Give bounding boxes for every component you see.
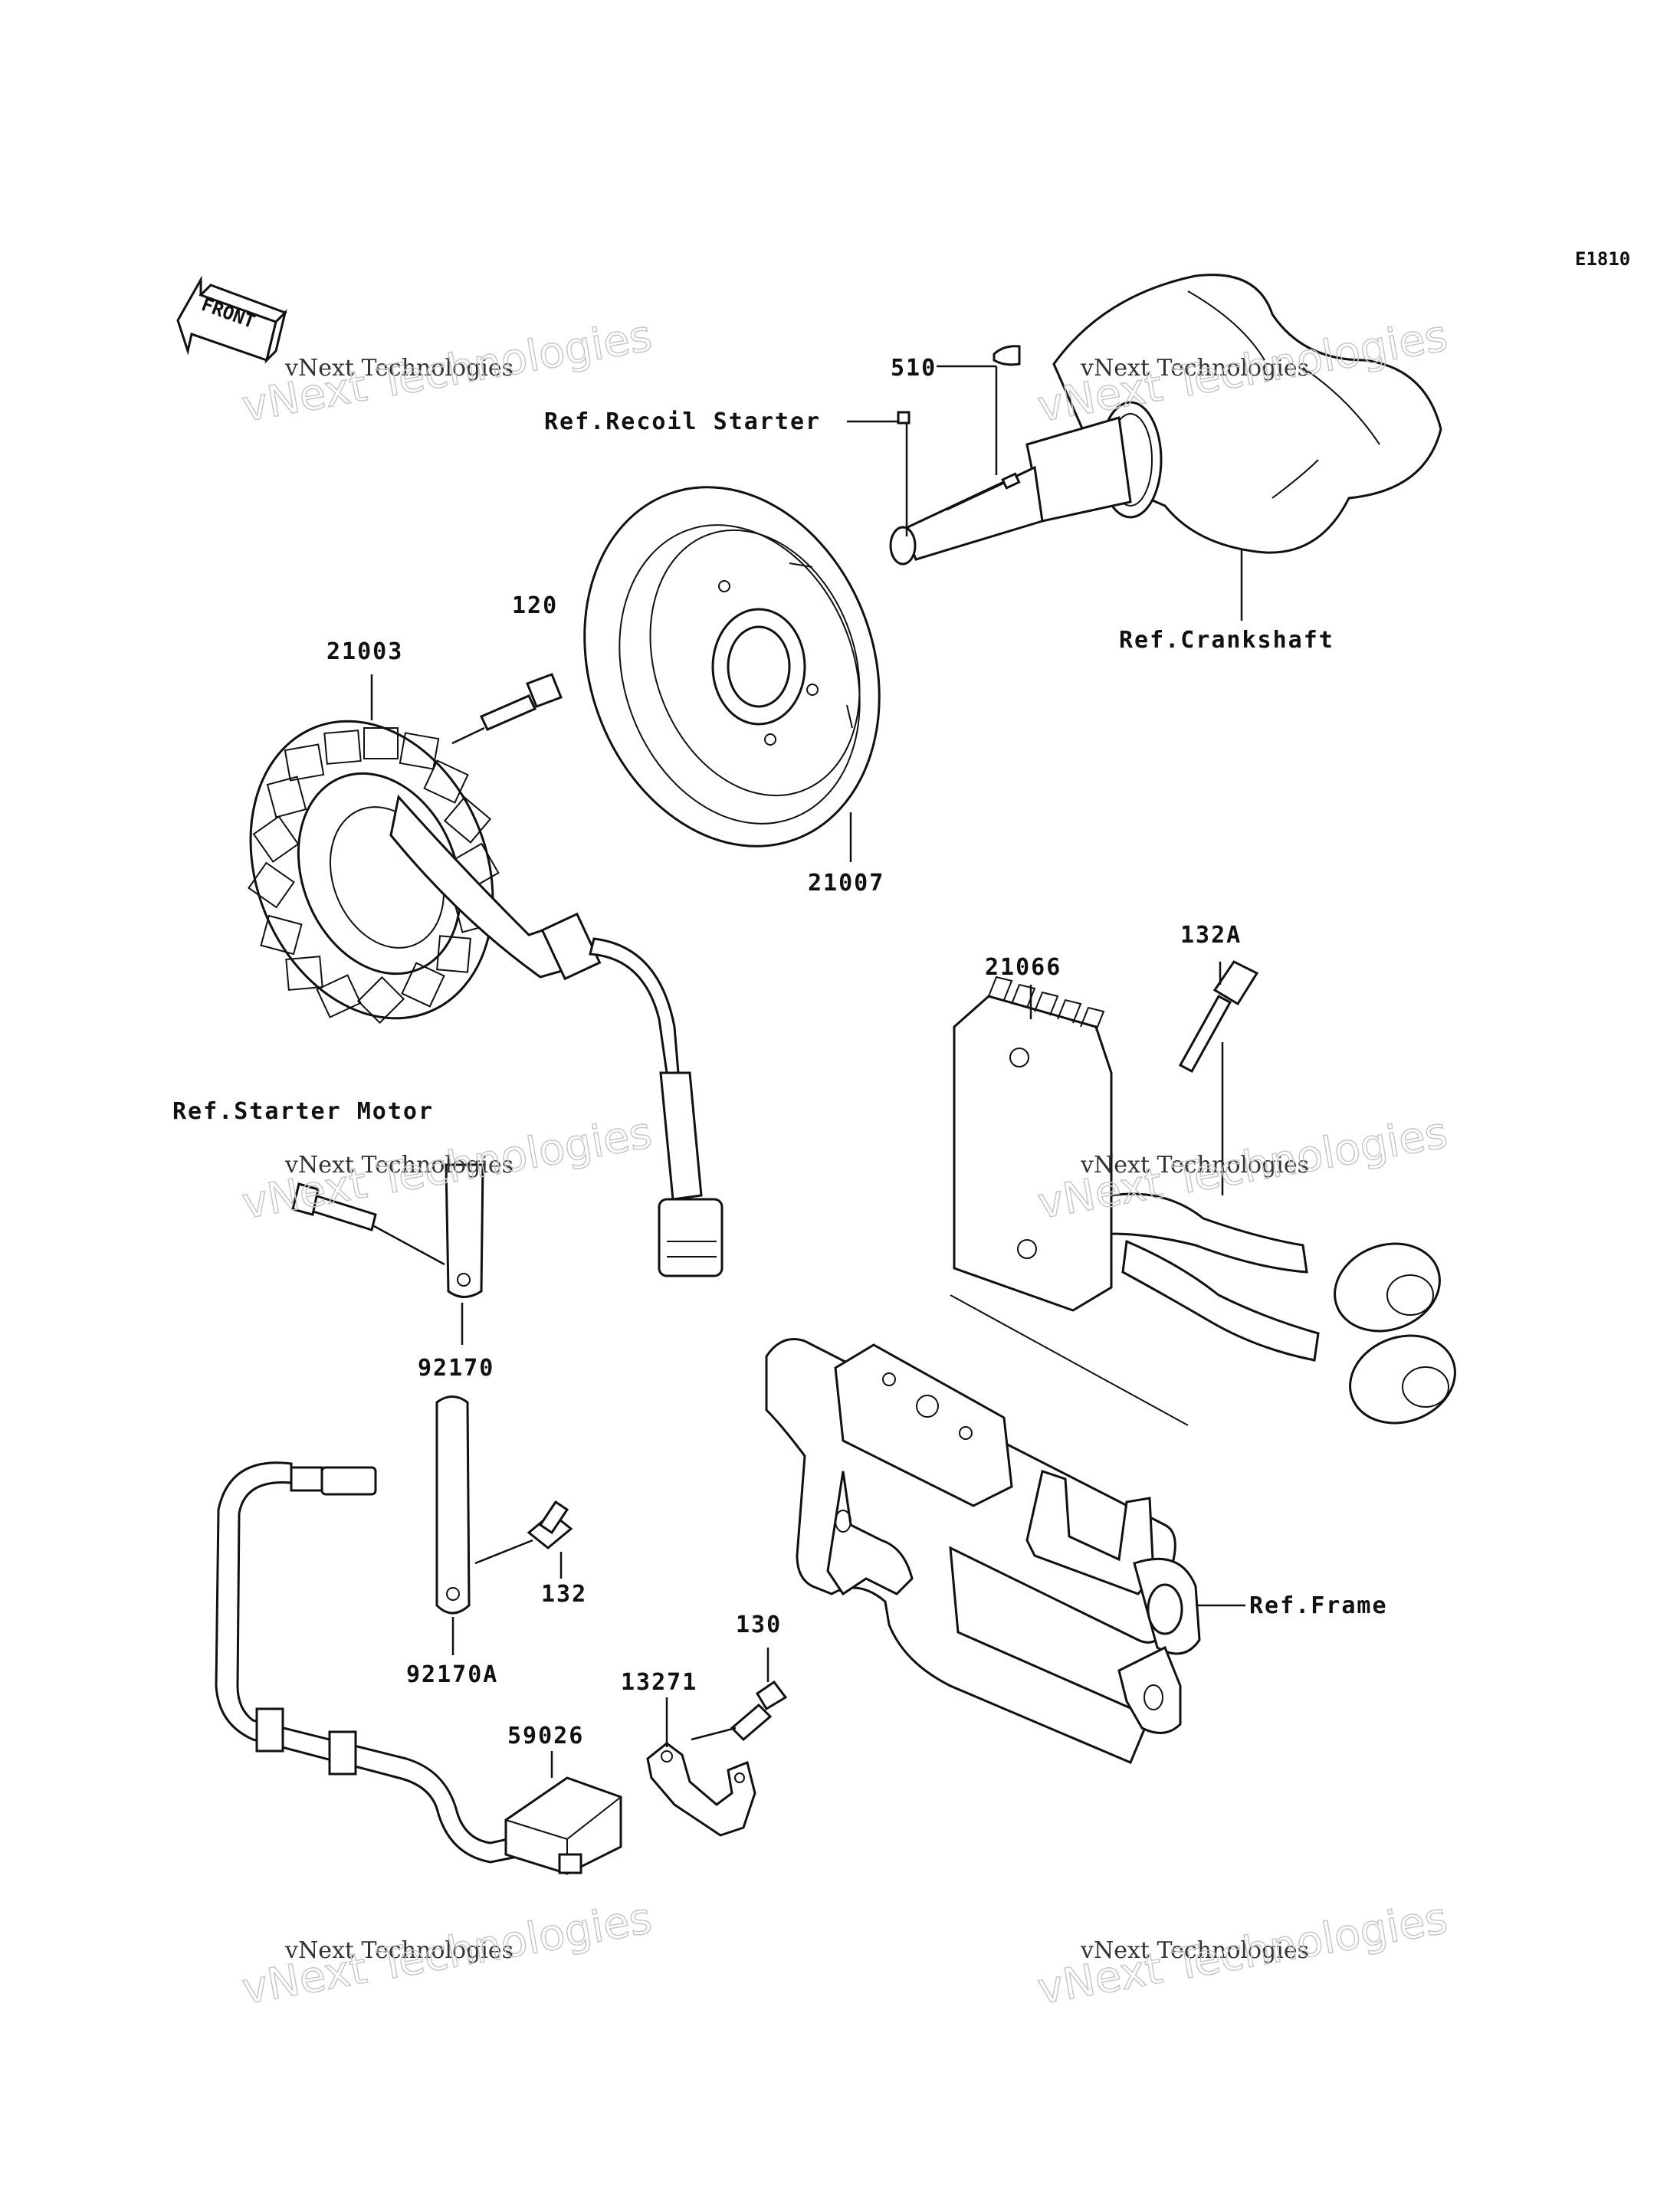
bolt-130-part (691, 1648, 788, 1742)
lead-92170A-part (435, 1395, 471, 1615)
front-arrow-icon: FRONT (176, 275, 287, 364)
recoil-starter-pin-part (847, 411, 911, 536)
svg-text:vNext Technologies: vNext Technologies (284, 1152, 514, 1179)
svg-text:vNext Technologies: vNext Technologies (1080, 355, 1309, 382)
callout-21003: 21003 (326, 638, 403, 665)
svg-text:vNext Technologies: vNext Technologies (1034, 1894, 1451, 2015)
starter-bolt-part (291, 1182, 445, 1266)
callout-510: 510 (891, 355, 937, 382)
callout-21066: 21066 (985, 954, 1061, 981)
svg-text:vNext Technologies: vNext Technologies (284, 355, 514, 382)
figure-code: E1810 (1575, 248, 1630, 270)
bracket-13271-part (646, 1742, 756, 1837)
callout-ref-starter-motor: Ref.Starter Motor (172, 1098, 434, 1125)
callout-ref-crankshaft: Ref.Crankshaft (1119, 627, 1334, 654)
svg-text:vNext Technologies: vNext Technologies (1080, 1937, 1309, 1964)
callout-120: 120 (512, 592, 558, 619)
callout-ref-frame: Ref.Frame (1249, 1592, 1388, 1619)
callout-92170A: 92170A (406, 1661, 498, 1688)
callout-132: 132 (541, 1581, 587, 1608)
lead-92170-part (445, 1163, 484, 1298)
svg-text:vNext Technologies: vNext Technologies (1080, 1152, 1309, 1179)
callout-13271: 13271 (621, 1669, 697, 1696)
key-510-part (937, 345, 1021, 475)
bolt-120-part (451, 673, 563, 745)
bolt-132-part (474, 1500, 573, 1579)
bolt-132A-part (1178, 960, 1259, 1074)
svg-text:vNext Technologies: vNext Technologies (238, 1894, 655, 2015)
frame-part (765, 1294, 1201, 1764)
callout-92170: 92170 (418, 1355, 494, 1382)
callout-21007: 21007 (808, 870, 884, 897)
watermark-bottom-left: vNext Technologies vNext Technologies (238, 1893, 656, 2015)
svg-text:vNext Technologies: vNext Technologies (284, 1937, 514, 1964)
callout-59026: 59026 (507, 1723, 584, 1749)
callout-130: 130 (736, 1612, 782, 1638)
regulator-21066-part (953, 976, 1456, 1425)
watermark-bottom-right: vNext Technologies vNext Technologies (1033, 1893, 1452, 2015)
rotor-21007-part (583, 486, 881, 848)
crankshaft-part (889, 274, 1442, 566)
stator-21003-part (248, 720, 724, 1277)
pickup-coil-wiring-part (215, 1461, 622, 1875)
callout-ref-recoil-starter: Ref.Recoil Starter (544, 408, 821, 435)
callout-132A: 132A (1180, 922, 1242, 949)
